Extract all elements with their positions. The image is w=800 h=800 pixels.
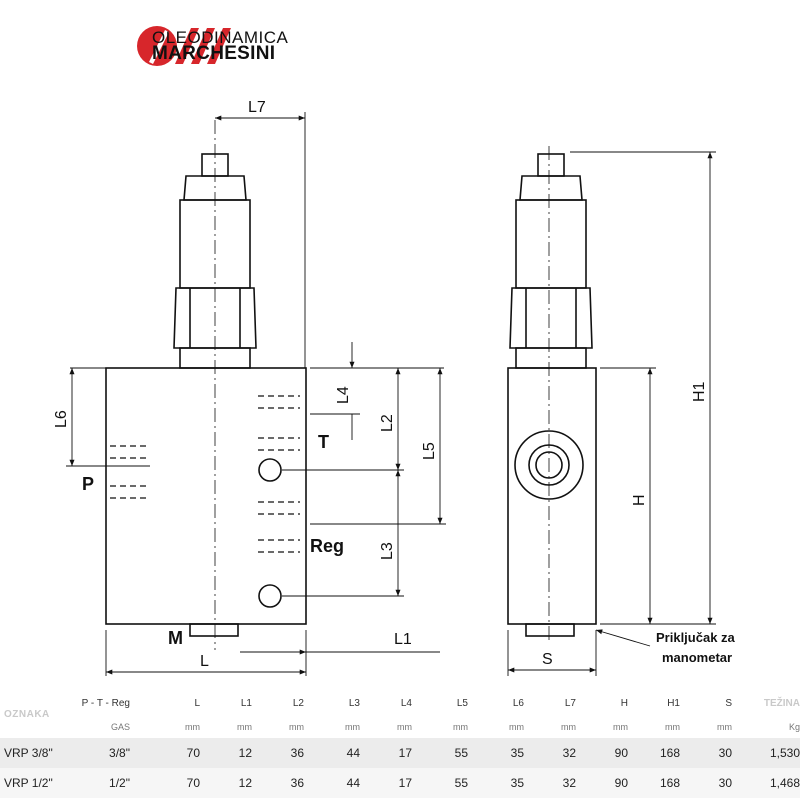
unit-mm: mm (397, 722, 412, 732)
row-value: 55 (454, 746, 468, 760)
row-value: 70 (186, 776, 200, 790)
dim-label-h: H (631, 494, 648, 506)
row-value: 17 (398, 776, 412, 790)
row-model: VRP 1/2" (4, 776, 53, 790)
unit-mm: mm (289, 722, 304, 732)
unit-mm: mm (453, 722, 468, 732)
row-value: 12 (238, 776, 252, 790)
dim-label-l: L (200, 653, 209, 670)
port-label-m: M (168, 628, 183, 648)
row-weight: 1,468 (769, 776, 800, 790)
row-value: 32 (562, 746, 576, 760)
row-value: 36 (290, 776, 304, 790)
unit-mm: mm (509, 722, 524, 732)
row-model: VRP 3/8" (4, 746, 53, 760)
side-dimensions (507, 151, 716, 676)
logo-mark (137, 26, 231, 66)
front-dimensions (66, 112, 446, 676)
brand-logo (137, 26, 231, 66)
header-oznaka: OZNAKA (4, 708, 50, 720)
row-port: 3/8" (109, 746, 130, 760)
row-value: 35 (510, 746, 524, 760)
unit-mm: mm (561, 722, 576, 732)
valve-technical-drawing: L7 L6 L4 L2 L5 L3 L L1 P T Reg M H1 H S … (53, 99, 736, 676)
header-col: L6 (512, 697, 524, 709)
unit-mm: mm (613, 722, 628, 732)
row-value: 30 (718, 746, 732, 760)
dim-label-l4: L4 (335, 386, 352, 404)
dim-label-s: S (542, 651, 553, 668)
unit-mm: mm (185, 722, 200, 732)
row-value: 168 (659, 776, 680, 790)
front-view (105, 153, 307, 637)
row-value: 30 (718, 776, 732, 790)
unit-mm: mm (717, 722, 732, 732)
port-label-reg: Reg (310, 536, 344, 556)
row-value: 12 (238, 746, 252, 760)
unit-port: GAS (110, 722, 130, 732)
row-value: 36 (290, 746, 304, 760)
table-unit-row: GAS mm mm mm mm mm mm mm mm mm mm mm Kg (0, 716, 800, 738)
port-label-p: P (82, 474, 94, 494)
dim-label-l6: L6 (53, 410, 70, 428)
row-value: 32 (562, 776, 576, 790)
unit-mm: mm (665, 722, 680, 732)
row-value: 17 (398, 746, 412, 760)
header-col: L5 (456, 697, 468, 709)
row-weight: 1,530 (769, 746, 800, 760)
unit-mm: mm (345, 722, 360, 732)
row-value: 55 (454, 776, 468, 790)
dim-label-l3: L3 (379, 542, 396, 560)
front-hidden-lines (110, 395, 300, 553)
header-col: L4 (400, 697, 412, 709)
header-col: L3 (348, 697, 360, 709)
table-row: VRP 1/2" 1/2" 70 12 36 44 17 55 35 32 90… (0, 768, 800, 798)
header-col: S (725, 697, 732, 709)
specification-table: OZNAKA P - T - Reg L L1 L2 L3 L4 L5 L6 L… (0, 690, 800, 798)
row-port: 1/2" (109, 776, 130, 790)
header-col: L1 (240, 697, 252, 709)
row-value: 90 (614, 746, 628, 760)
header-weight: TEŽINA (763, 697, 800, 709)
side-view (507, 153, 597, 637)
dim-label-l2: L2 (379, 414, 396, 432)
brand-name-line1: OLEODINAMICA (152, 28, 289, 47)
row-value: 168 (659, 746, 680, 760)
unit-weight: Kg (788, 722, 800, 732)
row-value: 90 (614, 776, 628, 790)
header-col: L7 (564, 697, 576, 709)
header-port: P - T - Reg (81, 697, 130, 709)
row-value: 70 (186, 746, 200, 760)
table-header-row: OZNAKA P - T - Reg L L1 L2 L3 L4 L5 L6 L… (0, 690, 800, 720)
row-value: 35 (510, 776, 524, 790)
header-col: H (620, 697, 628, 709)
dim-label-l1: L1 (394, 631, 412, 648)
unit-mm: mm (237, 722, 252, 732)
port-label-t: T (318, 432, 329, 452)
row-value: 44 (346, 746, 360, 760)
header-col: L2 (292, 697, 304, 709)
row-value: 44 (346, 776, 360, 790)
brand-name-line2: MARCHESINI (152, 43, 276, 64)
dim-label-l7: L7 (248, 99, 266, 116)
table-row: VRP 3/8" 3/8" 70 12 36 44 17 55 35 32 90… (0, 738, 800, 768)
dim-label-l5: L5 (421, 442, 438, 460)
gauge-port-note-line2: manometar (662, 650, 732, 665)
dim-label-h1: H1 (691, 381, 708, 402)
gauge-port-note-line1: Priključak za (656, 630, 736, 645)
header-col: H1 (667, 697, 680, 709)
header-col: L (194, 697, 200, 709)
